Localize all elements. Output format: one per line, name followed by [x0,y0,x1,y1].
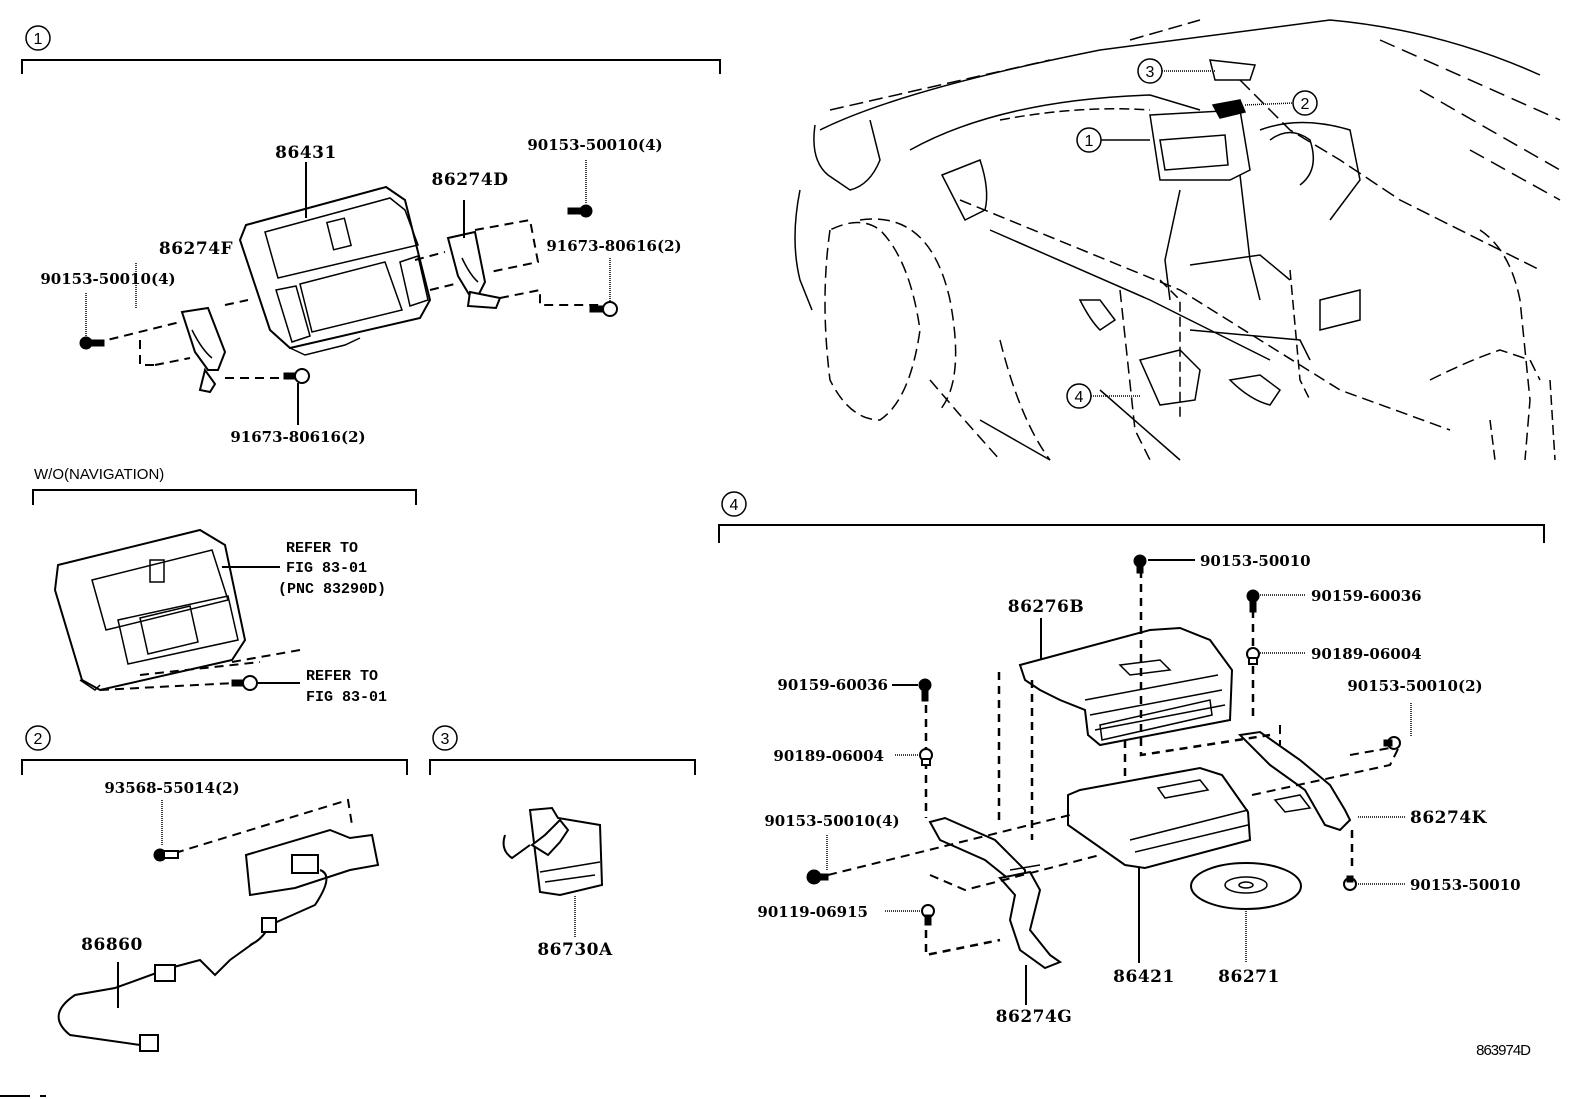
label-86274D: 86274D [432,170,509,190]
audio-unit-wo-nav[interactable] [53,528,247,692]
bolt-wo-nav[interactable] [231,675,258,691]
label-90189-06004-left: 90189-06004 [773,747,884,765]
bolt-90159-60036-left[interactable] [918,678,932,702]
section-4: 4 86276B 86421 86271 [718,491,1545,1027]
vehicle-callout-1[interactable]: 1 [1076,127,1150,153]
svg-text:4: 4 [730,497,739,514]
section-4-callout: 4 [721,491,747,517]
screw-90153-50010-top[interactable] [1133,554,1147,574]
label-90153-50010-left-4: 90153-50010(4) [764,812,899,830]
note-refer-unit-line2[interactable]: FIG 83-01 [286,560,367,577]
label-91673-80616-bottom: 91673-80616(2) [230,428,365,446]
section-2-callout: 2 [25,725,51,751]
label-86421: 86421 [1113,967,1175,987]
vehicle-callout-3[interactable]: 3 [1137,58,1215,84]
label-90153-50010-top-right: 90153-50010(4) [527,136,662,154]
bolt-91673-80616-bottom[interactable] [283,368,310,384]
vehicle-overview: 1 2 3 4 [794,19,1561,461]
wo-navigation-header: W/O(NAVIGATION) [34,466,164,483]
bracket-86274K[interactable] [1237,730,1352,832]
section-2-bracket [21,759,408,775]
label-86274K: 86274K [1410,808,1488,828]
note-refer-bolt-line2[interactable]: FIG 83-01 [306,689,387,706]
bracket-86274D[interactable] [446,230,502,310]
section-2: 2 93568-55014(2) 86860 [0,725,408,1097]
bolt-91673-80616-right[interactable] [589,301,618,317]
label-90159-60036-right: 90159-60036 [1311,587,1422,605]
label-93568-55014: 93568-55014(2) [104,779,239,797]
label-86274G: 86274G [996,1007,1073,1027]
svg-text:2: 2 [1301,96,1310,113]
svg-text:3: 3 [1146,64,1155,81]
section-1-callout: 1 [25,25,51,51]
note-refer-unit-line3: (PNC 83290D) [278,581,386,598]
label-90189-06004-right: 90189-06004 [1311,645,1422,663]
svg-text:2: 2 [34,731,43,748]
player-unit-86421[interactable] [1067,766,1252,870]
svg-text:1: 1 [34,31,43,48]
section-wo-navigation: W/O(NAVIGATION) REFER TO FIG 83-01 (PNC … [32,466,417,706]
note-refer-bolt-line1: REFER TO [306,668,378,685]
section-3-callout: 3 [432,725,458,751]
note-refer-unit-line1: REFER TO [286,540,358,557]
vehicle-callout-4[interactable]: 4 [1066,383,1140,409]
antenna-86860[interactable] [57,828,380,1052]
label-86431: 86431 [275,143,337,163]
sensor-86730A[interactable] [502,806,604,897]
vehicle-callout-2[interactable]: 2 [1244,90,1318,116]
label-90153-50010-bottom-right: 90153-50010 [1410,876,1521,894]
label-86730A: 86730A [537,940,613,960]
label-90153-50010-top: 90153-50010 [1200,552,1311,570]
screw-90153-50010-bottom-right[interactable] [1343,875,1357,891]
svg-text:3: 3 [441,731,450,748]
svg-text:4: 4 [1075,389,1084,406]
label-86271: 86271 [1218,967,1280,987]
bolt-90119-06915[interactable] [921,904,935,926]
screw-90153-50010-left-4[interactable] [806,869,829,885]
bolt-90159-60036-right[interactable] [1246,589,1260,613]
disc-86271[interactable] [1190,862,1302,910]
screw-90153-50010-right-2[interactable] [1383,736,1401,750]
label-90119-06915: 90119-06915 [757,903,868,921]
cover-86276B[interactable] [1018,626,1234,747]
wo-navigation-bracket [32,489,417,505]
label-90159-60036-left: 90159-60036 [777,676,888,694]
screw-93568-55014[interactable] [153,848,179,862]
section-1-bracket [21,59,721,74]
section-3-bracket [429,759,696,775]
nut-90189-06004-left[interactable] [919,748,933,766]
bracket-86274G[interactable] [928,816,1063,970]
nut-90189-06004-right[interactable] [1246,647,1260,665]
screw-90153-50010-left[interactable] [79,336,105,350]
label-86276B: 86276B [1008,597,1085,617]
svg-text:1: 1 [1085,133,1094,150]
section-3: 3 86730A [429,725,696,960]
section-4-bracket [718,524,1545,543]
label-91673-80616-right: 91673-80616(2) [546,237,681,255]
bracket-86274F[interactable] [180,306,227,394]
figure-code: 863974D [1476,1042,1531,1059]
label-90153-50010-right-2: 90153-50010(2) [1347,677,1482,695]
label-86860: 86860 [81,935,143,955]
label-90153-50010-left: 90153-50010(4) [40,270,175,288]
screw-90153-50010-top-right[interactable] [567,204,593,218]
label-86274F: 86274F [159,239,233,259]
section-1: 1 86431 86274D 86274F [21,25,721,446]
display-unit-86431[interactable] [238,185,432,356]
